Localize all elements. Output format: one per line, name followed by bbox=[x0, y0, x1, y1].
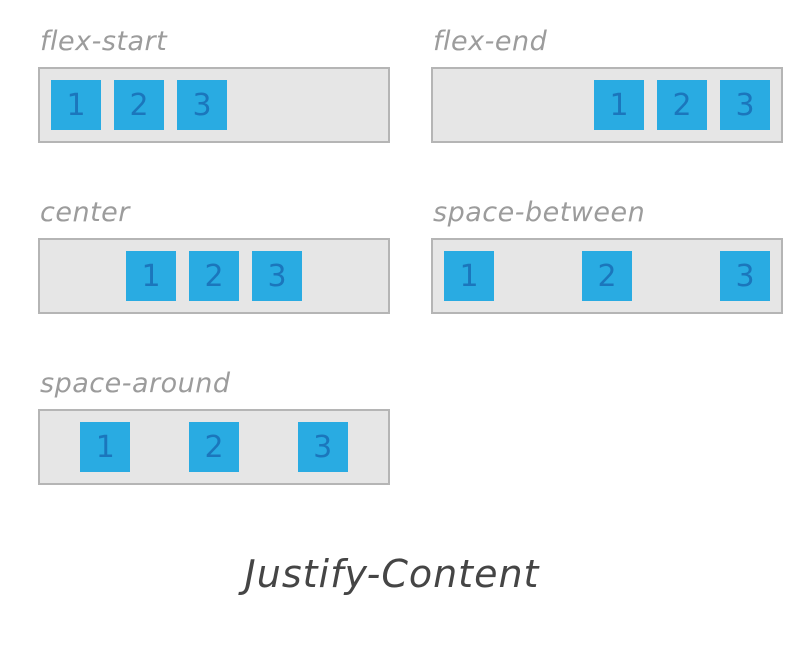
flex-item-3: 3 bbox=[720, 80, 770, 130]
flex-item-3: 3 bbox=[720, 251, 770, 301]
flex-item-1: 1 bbox=[126, 251, 176, 301]
flex-container-flex-end: 1 2 3 bbox=[431, 67, 783, 143]
sections-grid: flex-start 1 2 3 flex-end 1 2 3 center 1… bbox=[38, 24, 783, 485]
section-flex-start: flex-start 1 2 3 bbox=[38, 24, 390, 143]
flex-container-flex-start: 1 2 3 bbox=[38, 67, 390, 143]
section-label: center bbox=[40, 197, 130, 228]
flex-item-2: 2 bbox=[657, 80, 707, 130]
section-flex-end: flex-end 1 2 3 bbox=[431, 24, 783, 143]
flex-item-2: 2 bbox=[582, 251, 632, 301]
section-label: space-around bbox=[40, 368, 231, 399]
flex-item-1: 1 bbox=[444, 251, 494, 301]
flex-item-3: 3 bbox=[177, 80, 227, 130]
section-label: flex-start bbox=[40, 26, 168, 57]
flex-item-1: 1 bbox=[80, 422, 131, 472]
flex-item-2: 2 bbox=[188, 422, 239, 472]
diagram-title: Justify-Content bbox=[244, 552, 540, 596]
flex-container-space-around: 1 2 3 bbox=[38, 409, 390, 485]
flex-item-1: 1 bbox=[594, 80, 644, 130]
flex-item-2: 2 bbox=[189, 251, 239, 301]
section-label: flex-end bbox=[433, 26, 548, 57]
section-space-around: space-around 1 2 3 bbox=[38, 366, 390, 485]
flex-container-space-between: 1 2 3 bbox=[431, 238, 783, 314]
flex-container-center: 1 2 3 bbox=[38, 238, 390, 314]
flex-item-2: 2 bbox=[114, 80, 164, 130]
section-space-between: space-between 1 2 3 bbox=[431, 195, 783, 314]
flex-item-3: 3 bbox=[297, 422, 348, 472]
section-center: center 1 2 3 bbox=[38, 195, 390, 314]
flex-item-1: 1 bbox=[51, 80, 101, 130]
section-label: space-between bbox=[433, 197, 646, 228]
flex-item-3: 3 bbox=[252, 251, 302, 301]
